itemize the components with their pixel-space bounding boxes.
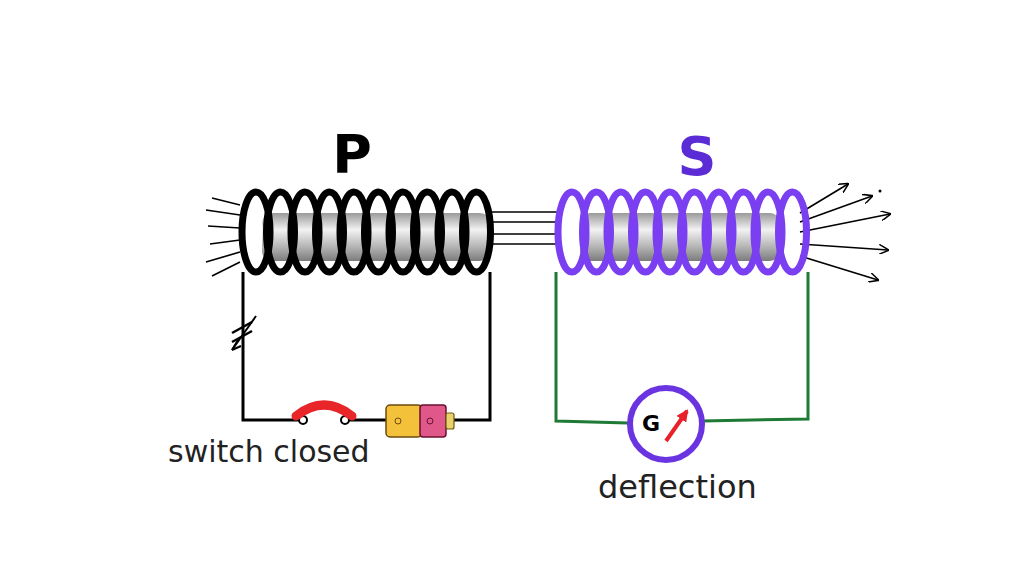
primary-circuit [232,272,490,420]
coil-label: P [332,128,372,182]
battery [386,405,454,437]
secondary-coil [558,192,807,272]
meter-label: deflection [598,471,757,503]
switch-lever [296,405,352,416]
coil-turn [463,192,491,272]
meter-letter: G [642,413,660,435]
switch-label: switch closed [168,437,370,467]
galvanometer: G [627,385,705,463]
dot [879,190,882,193]
primary-coil [242,192,491,272]
coil-label: S [678,130,717,184]
field-lines [206,184,890,280]
coil-turn [779,192,807,272]
